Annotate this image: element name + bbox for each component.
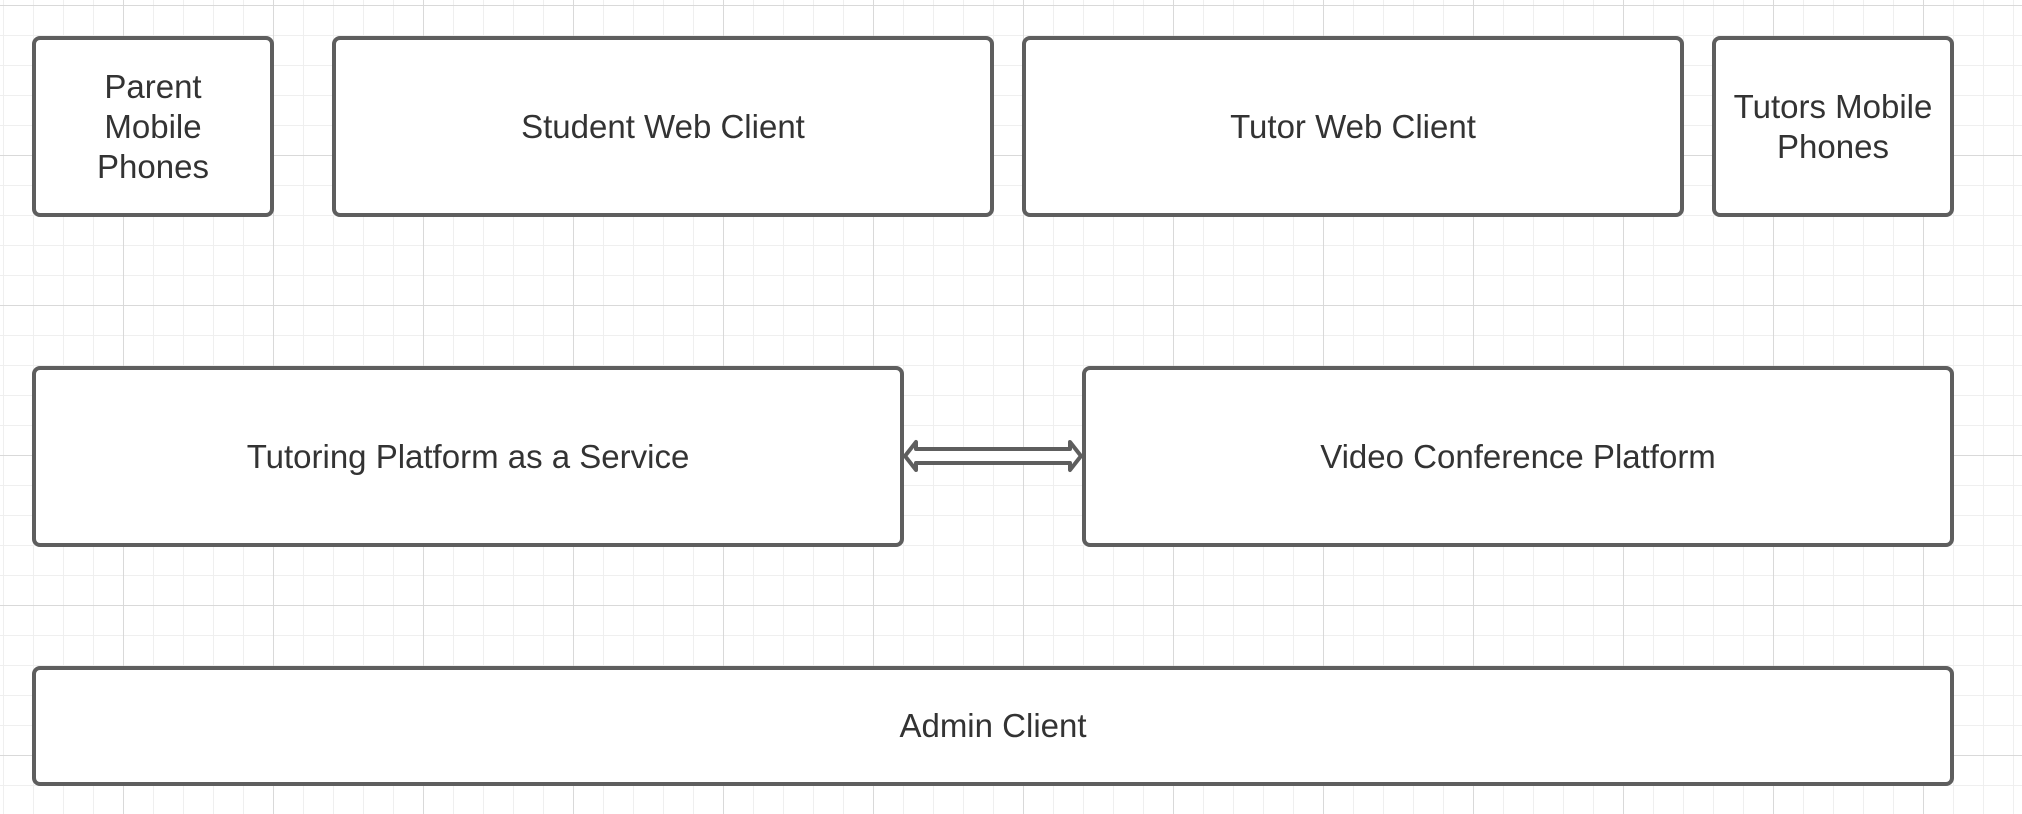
parent-mobile-phones-node[interactable]: Parent Mobile Phones <box>32 36 274 217</box>
node-label: Tutors Mobile Phones <box>1733 87 1933 165</box>
student-web-client-node[interactable]: Student Web Client <box>332 36 994 217</box>
tutor-web-client-node[interactable]: Tutor Web Client <box>1022 36 1684 217</box>
video-conference-platform-node[interactable]: Video Conference Platform <box>1082 366 1954 547</box>
bidirectional-arrow-connector[interactable] <box>902 438 1084 474</box>
node-label: Tutoring Platform as a Service <box>246 437 690 475</box>
node-label: Tutor Web Client <box>1230 107 1476 145</box>
node-label: Student Web Client <box>521 107 805 145</box>
tutors-mobile-phones-node[interactable]: Tutors Mobile Phones <box>1712 36 1954 217</box>
node-label: Admin Client <box>899 707 1087 744</box>
double-arrow-icon <box>903 440 1083 472</box>
node-label: Parent Mobile Phones <box>97 67 209 185</box>
admin-client-node[interactable]: Admin Client <box>32 666 1954 786</box>
tutoring-platform-node[interactable]: Tutoring Platform as a Service <box>32 366 904 547</box>
node-label: Video Conference Platform <box>1320 437 1716 475</box>
